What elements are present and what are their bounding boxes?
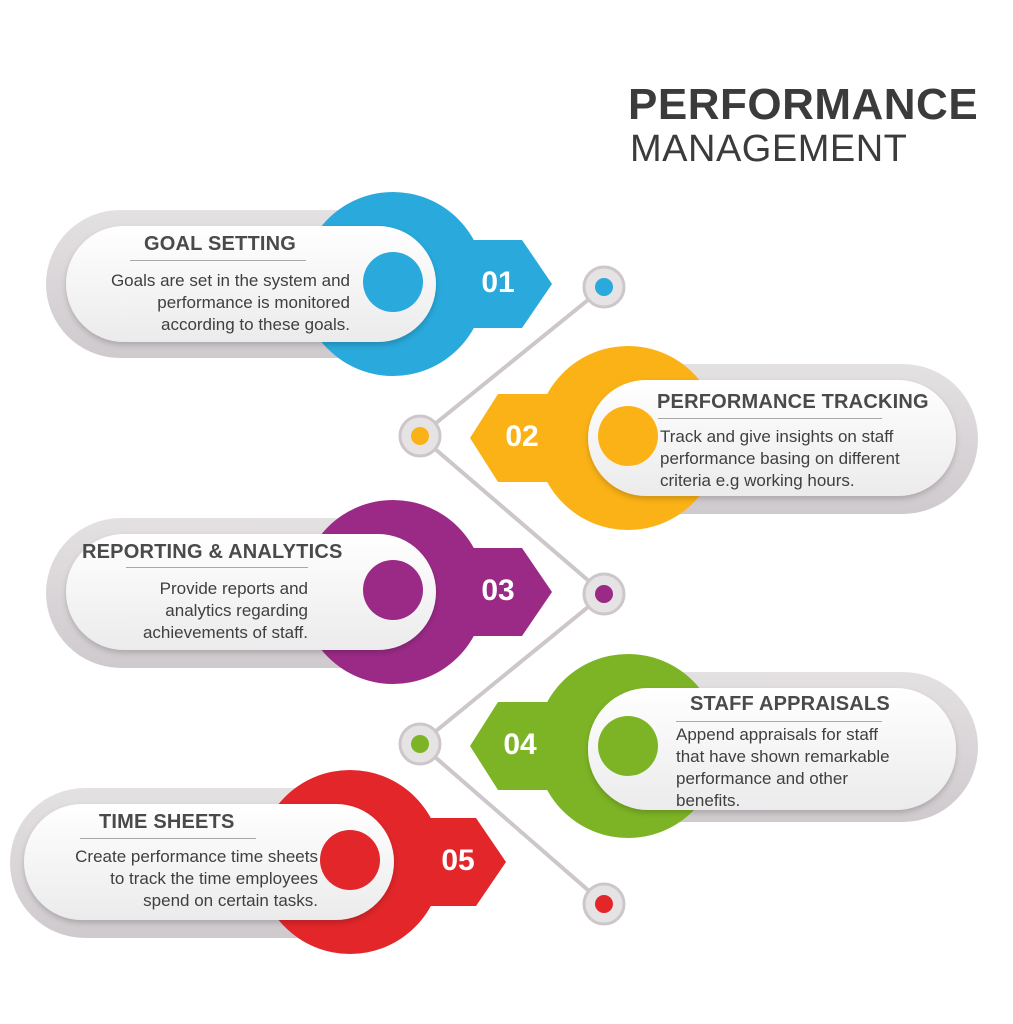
step-5-card bbox=[24, 804, 394, 920]
connector-node-2 bbox=[398, 414, 442, 458]
connector-lines bbox=[418, 285, 606, 906]
step-5-line-2: to track the time employees bbox=[110, 869, 318, 888]
step-5-line-3: spend on certain tasks. bbox=[143, 891, 318, 910]
step-5-dot bbox=[320, 830, 380, 890]
step-2-title-rule bbox=[658, 418, 882, 419]
step-1-title: GOAL SETTING bbox=[144, 233, 297, 255]
step-4-line-1: Append appraisals for staff bbox=[676, 725, 878, 744]
step-1-line-3: according to these goals. bbox=[160, 315, 350, 334]
step-3-title: REPORTING & ANALYTICS bbox=[82, 541, 343, 563]
step-5-description: Create performance time sheets to track … bbox=[20, 846, 318, 912]
step-3-description: Provide reports and analytics regarding … bbox=[70, 578, 308, 644]
step-1-line-2: performance is monitored bbox=[157, 293, 350, 312]
step-3-card bbox=[66, 534, 436, 650]
step-3-line-1: Provide reports and bbox=[159, 579, 308, 598]
step-3-number: 03 bbox=[481, 574, 515, 607]
page-subtitle: MANAGEMENT bbox=[630, 128, 908, 170]
step-1-number: 01 bbox=[481, 266, 515, 299]
step-1-card bbox=[66, 226, 436, 342]
step-2-line-2: performance basing on different bbox=[660, 449, 900, 468]
step-4-description: Append appraisals for staff that have sh… bbox=[676, 724, 946, 812]
step-1-title-rule bbox=[130, 260, 306, 261]
connector-line-1 bbox=[418, 285, 606, 438]
step-1-line-1: Goals are set in the system and bbox=[110, 271, 350, 290]
step-2-description: Track and give insights on staff perform… bbox=[660, 426, 950, 492]
step-2-line-1: Track and give insights on staff bbox=[660, 427, 894, 446]
step-2-line-3: criteria e.g working hours. bbox=[660, 471, 855, 490]
step-2-dot bbox=[598, 406, 658, 466]
step-5-title-rule bbox=[80, 838, 256, 839]
step-1-description: Goals are set in the system and performa… bbox=[60, 270, 350, 336]
step-4-line-3: performance and other bbox=[676, 769, 848, 788]
step-3-dot bbox=[363, 560, 423, 620]
step-3 bbox=[46, 500, 552, 684]
step-4-line-4: benefits. bbox=[676, 791, 741, 810]
step-5 bbox=[10, 770, 506, 954]
step-3-title-rule bbox=[126, 567, 308, 568]
step-2-number: 02 bbox=[505, 420, 539, 453]
step-4 bbox=[470, 654, 978, 838]
connector-node-1 bbox=[582, 265, 626, 309]
step-4-number: 04 bbox=[503, 728, 537, 761]
step-5-title: TIME SHEETS bbox=[99, 811, 235, 833]
step-2-card bbox=[588, 380, 956, 496]
connector-node-3 bbox=[582, 572, 626, 616]
step-4-card bbox=[588, 688, 956, 810]
step-4-title: STAFF APPRAISALS bbox=[690, 693, 890, 715]
step-4-line-2: that have shown remarkable bbox=[676, 747, 890, 766]
step-2-title: PERFORMANCE TRACKING bbox=[657, 391, 929, 413]
step-5-line-1: Create performance time sheets bbox=[75, 847, 318, 866]
step-4-dot bbox=[598, 716, 658, 776]
step-3-line-2: analytics regarding bbox=[165, 601, 308, 620]
step-1 bbox=[46, 192, 552, 376]
page-title: PERFORMANCE bbox=[628, 80, 979, 129]
connector-line-3 bbox=[418, 592, 606, 746]
step-3-line-3: achievements of staff. bbox=[142, 623, 308, 642]
connector-line-2 bbox=[418, 434, 606, 596]
connector-node-5 bbox=[582, 882, 626, 926]
step-1-dot bbox=[363, 252, 423, 312]
step-4-title-rule bbox=[676, 721, 882, 722]
connector-node-4 bbox=[398, 722, 442, 766]
step-5-number: 05 bbox=[441, 844, 475, 877]
step-2 bbox=[470, 346, 978, 530]
connector-line-4 bbox=[418, 742, 606, 906]
